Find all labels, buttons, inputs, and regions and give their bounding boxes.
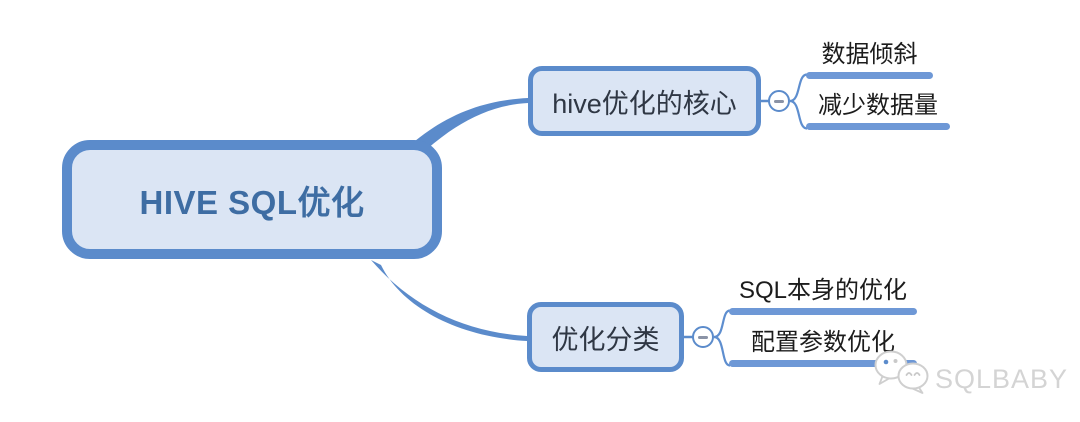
connector-top-to-leaf-1	[789, 73, 808, 103]
branch-topic-optimize-category[interactable]: 优化分类	[527, 302, 684, 372]
collapse-button-bottom[interactable]	[692, 326, 714, 348]
leaf-topic-label: 减少数据量	[818, 92, 938, 119]
connector-root-to-branch-bottom	[371, 260, 527, 341]
leaf-topic-reduce-data[interactable]: 减少数据量	[806, 91, 950, 130]
collapse-button-top[interactable]	[768, 90, 790, 112]
chat-bubbles-icon	[874, 350, 929, 394]
leaf-underline	[806, 123, 950, 130]
branch-topic-label: 优化分类	[551, 324, 660, 355]
root-topic-label: HIVE SQL优化	[139, 183, 365, 221]
watermark: SQLBABY	[872, 348, 1068, 396]
minus-icon	[774, 99, 784, 103]
leaf-topic-label: 数据倾斜	[821, 41, 918, 68]
branch-topic-hive-core[interactable]: hive优化的核心	[528, 66, 761, 136]
leaf-topic-label: 配置参数优化	[751, 329, 895, 356]
branch-topic-label: hive优化的核心	[552, 88, 737, 119]
leaf-underline	[729, 360, 917, 367]
leaf-underline	[806, 72, 933, 79]
connector-bottom-to-leaf-1	[713, 309, 731, 339]
leaf-underline	[729, 308, 917, 315]
root-topic[interactable]: HIVE SQL优化	[62, 140, 442, 259]
leaf-topic-data-skew[interactable]: 数据倾斜	[806, 40, 933, 79]
leaf-topic-config-param-optimize[interactable]: 配置参数优化	[729, 328, 917, 367]
connector-root-to-branch-top	[415, 98, 528, 150]
connector-top-to-leaf-2	[789, 99, 808, 130]
minus-icon	[698, 335, 708, 339]
watermark-text: SQLBABY	[935, 363, 1069, 394]
leaf-topic-sql-self-optimize[interactable]: SQL本身的优化	[729, 276, 917, 315]
leaf-topic-label: SQL本身的优化	[738, 277, 908, 304]
connector-bottom-to-leaf-2	[713, 335, 731, 367]
